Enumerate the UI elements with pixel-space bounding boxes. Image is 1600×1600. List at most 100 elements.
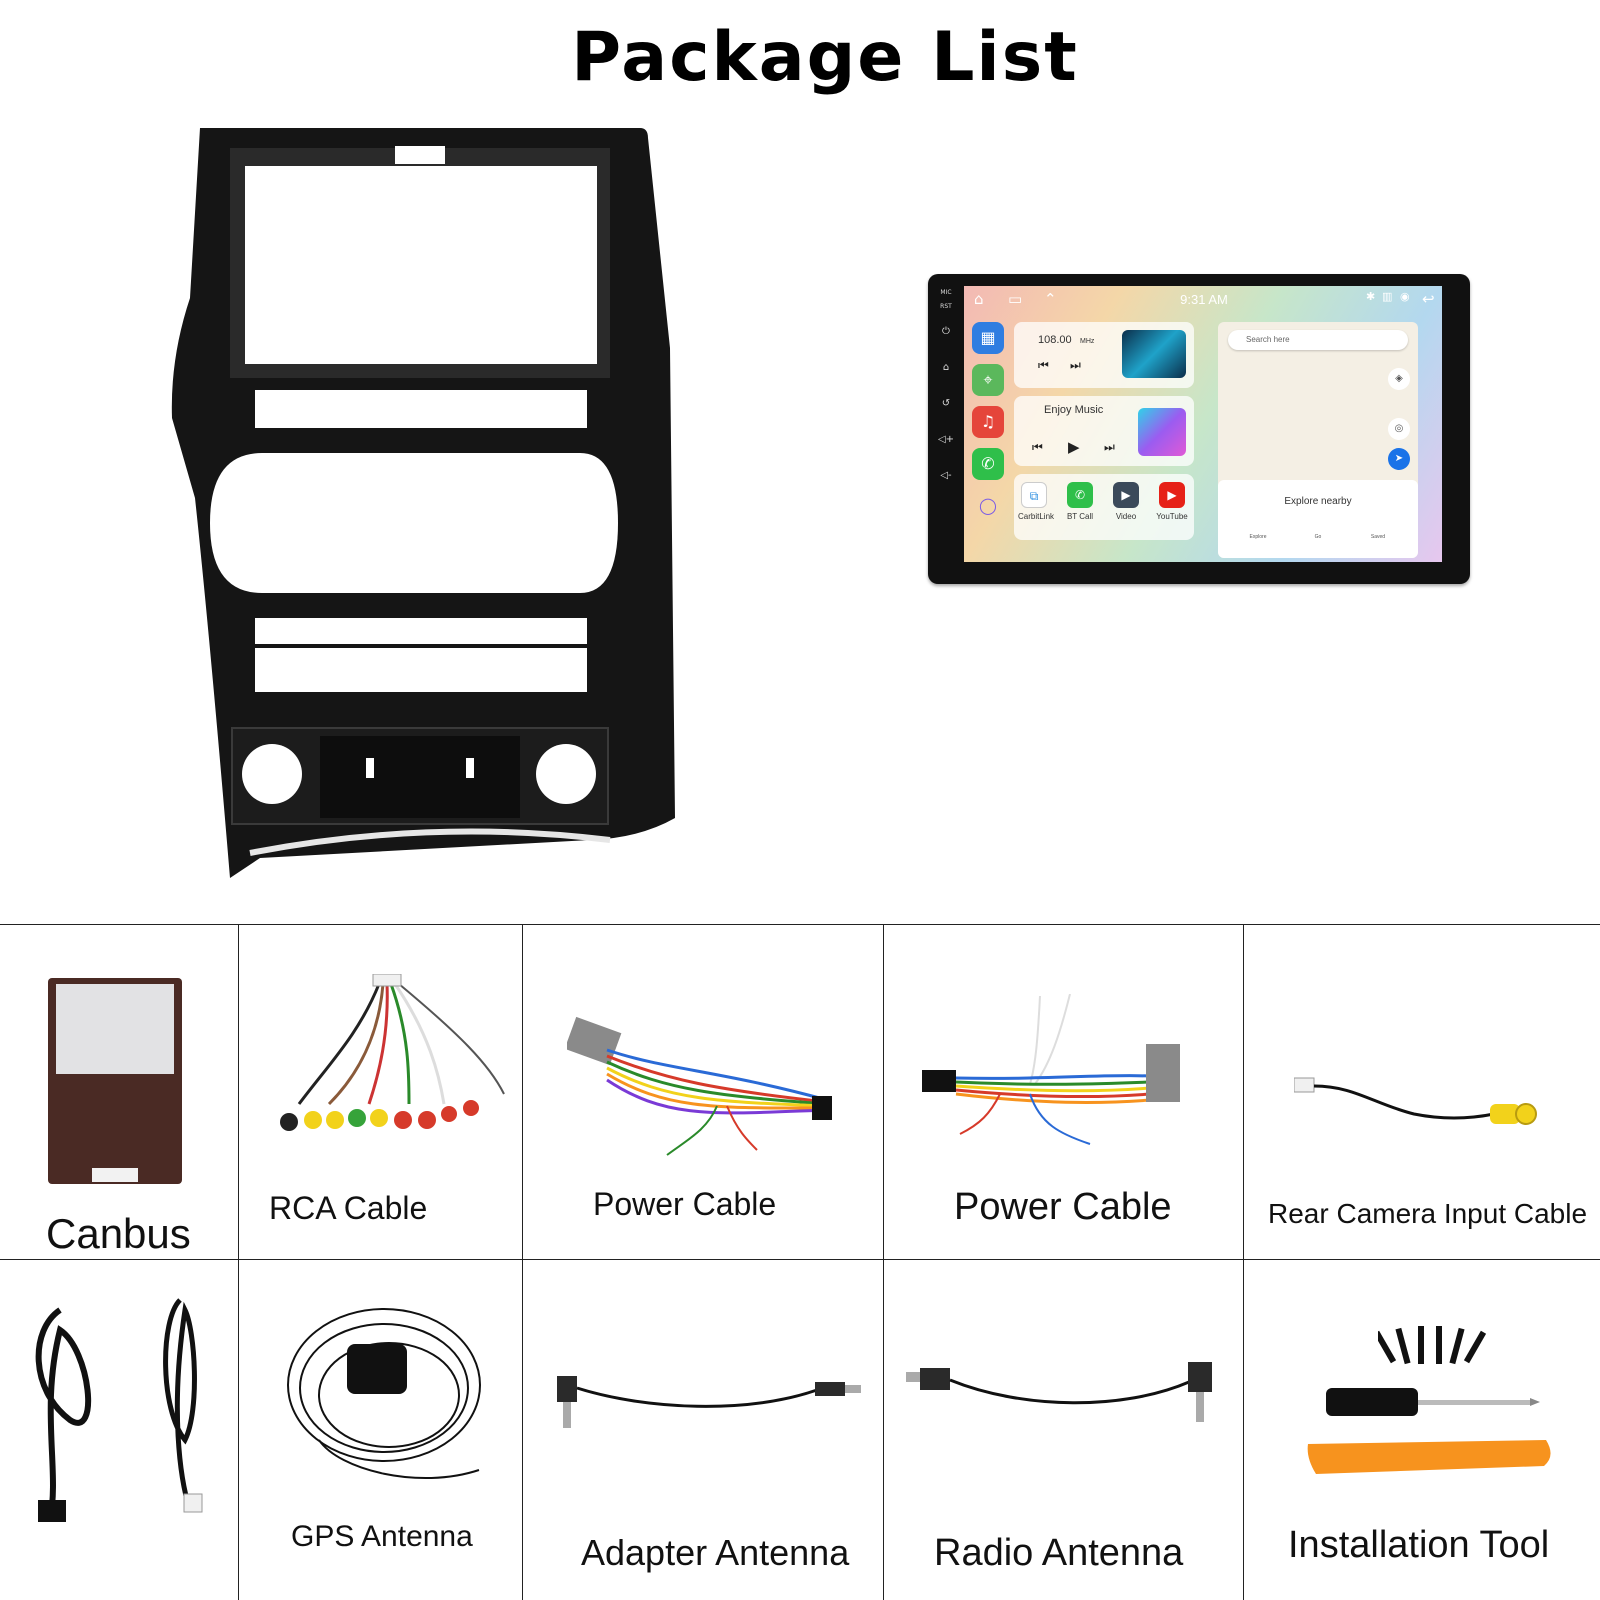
grid-line — [0, 924, 1600, 925]
grid-line — [1243, 924, 1244, 1600]
signal-icon: ▥ — [1382, 290, 1393, 303]
music-card[interactable]: Enjoy Music ⏮ ▶ ⏭ — [1014, 396, 1194, 466]
pry-tool-image — [1307, 1440, 1551, 1474]
music-artwork — [1138, 408, 1186, 456]
grid-line — [0, 1259, 1600, 1260]
tab-saved[interactable]: Saved — [1370, 534, 1386, 540]
radio-antenna-image — [906, 1362, 1212, 1422]
volume-down-icon[interactable]: ◁- — [940, 470, 952, 481]
voice-assistant-icon[interactable]: ◯ — [979, 496, 997, 515]
rst-label: RST — [940, 303, 952, 310]
next-icon[interactable]: ⏭ — [1070, 358, 1081, 372]
bluetooth-icon: ✱ — [1366, 290, 1376, 303]
previous-icon[interactable]: ⏮ — [1038, 358, 1049, 372]
clock: 9:31 AM — [1180, 292, 1228, 307]
screwdriver-image — [1326, 1388, 1540, 1416]
phone-icon[interactable]: ✆ — [972, 448, 1004, 480]
item-label: GPS Antenna — [291, 1520, 473, 1553]
item-power-cable-2: Power Cable — [884, 924, 1243, 1259]
explore-title: Explore nearby — [1284, 496, 1352, 507]
map-widget[interactable]: Search here ◈ ◎ ➤ Explore nearby Explore… — [1218, 322, 1418, 558]
next-icon[interactable]: ⏭ — [1104, 440, 1115, 454]
volume-up-icon[interactable]: ◁+ — [937, 434, 955, 445]
layers-icon[interactable]: ◈ — [1388, 368, 1410, 390]
power-icon[interactable]: ⏻ — [942, 326, 950, 337]
chevron-up-icon[interactable]: ⌃ — [1044, 290, 1057, 308]
item-installation-tool: Installation Tool — [1244, 1260, 1600, 1600]
explore-panel: Explore nearby Explore Go Saved — [1218, 480, 1418, 558]
item-label: Power Cable — [593, 1186, 777, 1222]
app-grid-icon[interactable]: ▦ — [972, 322, 1004, 354]
hero-section: MIC RST ⏻ ⌂ ↺ ◁+ ◁- ⌂ ▭ ⌃ 9:31 AM ✱ ▥ ◉ … — [0, 110, 1600, 920]
side-buttons: MIC RST ⏻ ⌂ ↺ ◁+ ◁- — [934, 286, 958, 576]
app-label: CarbitLink — [1018, 512, 1055, 521]
directions-icon[interactable]: ➤ — [1388, 448, 1410, 470]
bt-call-icon: ✆ — [1067, 482, 1093, 508]
item-gps-antenna: GPS Antenna — [239, 1260, 522, 1600]
item-rear-camera-cable: Rear Camera Input Cable — [1244, 924, 1600, 1259]
music-app-icon[interactable]: ♫ — [972, 406, 1004, 438]
maps-icon[interactable]: ⌖ — [972, 364, 1004, 396]
previous-icon[interactable]: ⏮ — [1032, 440, 1043, 454]
item-label: Radio Antenna — [934, 1532, 1184, 1574]
item-usb-cables — [0, 1260, 238, 1600]
back-icon[interactable]: ↺ — [941, 398, 951, 409]
app-label: BT Call — [1066, 512, 1094, 521]
video-icon: ▶ — [1113, 482, 1139, 508]
power-cable-image — [922, 994, 1180, 1145]
head-unit-screen: ⌂ ▭ ⌃ 9:31 AM ✱ ▥ ◉ ↩ ▦ ⌖ ♫ ✆ ◯ 108.00 M… — [964, 286, 1442, 562]
screws-image — [1378, 1326, 1487, 1365]
tab-go[interactable]: Go — [1314, 534, 1322, 540]
item-label: Adapter Antenna — [581, 1532, 850, 1573]
head-unit: MIC RST ⏻ ⌂ ↺ ◁+ ◁- ⌂ ▭ ⌃ 9:31 AM ✱ ▥ ◉ … — [928, 274, 1470, 584]
home-icon[interactable]: ⌂ — [942, 362, 950, 373]
recent-apps-icon[interactable]: ▭ — [1008, 290, 1023, 308]
item-label: Canbus — [46, 1210, 191, 1257]
item-label: Power Cable — [954, 1186, 1172, 1228]
rear-camera-cable-image — [1294, 1077, 1537, 1125]
item-power-cable-1: Power Cable — [523, 924, 883, 1259]
youtube-icon: ▶ — [1159, 482, 1185, 508]
carbitlink-icon: ⧉ — [1021, 482, 1047, 508]
play-icon[interactable]: ▶ — [1068, 438, 1080, 456]
power-cable-image — [567, 1016, 832, 1156]
adapter-antenna-image — [557, 1376, 861, 1428]
tab-explore[interactable]: Explore — [1249, 534, 1267, 540]
grid-line — [522, 924, 523, 1600]
gps-antenna-image — [287, 1308, 481, 1480]
home-icon[interactable]: ⌂ — [974, 290, 984, 308]
radio-artwork — [1122, 330, 1186, 378]
video-app[interactable]: ▶ Video — [1110, 482, 1142, 521]
app-dock: ▦ ⌖ ♫ ✆ ◯ — [968, 322, 1008, 532]
map-search-input[interactable]: Search here — [1228, 330, 1408, 350]
page-title: Package List — [571, 18, 1079, 97]
bt-call-app[interactable]: ✆ BT Call — [1064, 482, 1096, 521]
item-label: Rear Camera Input Cable — [1268, 1198, 1588, 1229]
item-canbus: Canbus — [0, 924, 238, 1259]
app-label: YouTube — [1156, 512, 1188, 521]
cast-icon: ◉ — [1400, 290, 1410, 303]
location-icon[interactable]: ◎ — [1388, 418, 1410, 440]
return-icon[interactable]: ↩ — [1422, 290, 1435, 308]
canbus-box-image — [48, 978, 182, 1184]
dash-frame-image — [171, 128, 675, 878]
grid-line — [883, 924, 884, 1600]
apps-card: ⧉ CarbitLink ✆ BT Call ▶ Video ▶ YouTube — [1014, 474, 1194, 540]
status-bar: ⌂ ▭ ⌃ 9:31 AM ✱ ▥ ◉ ↩ — [964, 286, 1442, 314]
item-adapter-antenna: Adapter Antenna — [523, 1260, 883, 1600]
youtube-app[interactable]: ▶ YouTube — [1156, 482, 1188, 521]
radio-card[interactable]: 108.00 MHz ⏮ ⏭ — [1014, 322, 1194, 388]
music-label: Enjoy Music — [1044, 404, 1104, 416]
items-grid: Canbus RCA Cable — [0, 924, 1600, 1600]
radio-unit: MHz — [1080, 338, 1095, 345]
usb-cables-image — [35, 1298, 203, 1522]
item-label: RCA Cable — [269, 1190, 428, 1226]
item-radio-antenna: Radio Antenna — [884, 1260, 1243, 1600]
mic-label: MIC — [940, 289, 952, 296]
radio-frequency: 108.00 — [1038, 334, 1072, 346]
carbitlink-app[interactable]: ⧉ CarbitLink — [1018, 482, 1054, 521]
rca-cable-image — [280, 974, 505, 1131]
item-rca-cable: RCA Cable — [239, 924, 522, 1259]
item-label: Installation Tool — [1288, 1524, 1550, 1566]
app-label: Video — [1115, 512, 1137, 521]
